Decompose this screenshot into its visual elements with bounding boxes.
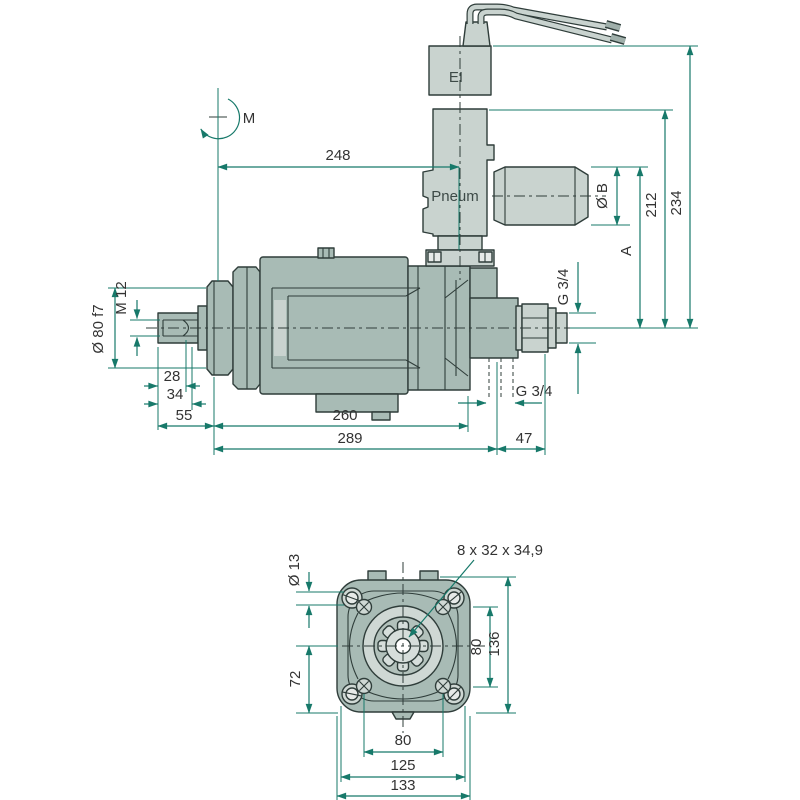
- pneumatic-valve: Pneum: [422, 108, 589, 267]
- shaft-key-detail: [162, 319, 198, 337]
- cable-grommet: [462, 21, 491, 47]
- cross-recess-holes: [355, 598, 452, 695]
- dim-133-label: 133: [390, 777, 415, 794]
- pilot-diameter-label: Ø 80 f7: [90, 304, 107, 353]
- electrical-connector: EI: [428, 3, 627, 96]
- drain-plug: [371, 411, 391, 421]
- drain-thread-label: G 3/4: [516, 383, 553, 400]
- filler-plug: [317, 247, 335, 259]
- sump: [315, 393, 399, 413]
- dim-47-label: 47: [516, 430, 533, 447]
- side-view: Pneum EI M: [90, 3, 698, 455]
- dim-136-label: 136: [486, 631, 503, 656]
- dim-125-label: 125: [390, 757, 415, 774]
- hidden-drain-port: [488, 358, 514, 398]
- dim-72-label: 72: [287, 671, 304, 688]
- outlet-thread-label: G 3/4: [555, 269, 572, 306]
- flange-tab-bottom: [391, 711, 415, 720]
- dim-289-label: 289: [337, 430, 362, 447]
- dim-80-horizontal-label: 80: [395, 732, 412, 749]
- spline-spec-label: 8 x 32 x 34,9: [457, 542, 543, 559]
- rotation-arrow: [200, 98, 241, 140]
- dim-a-label: A: [618, 246, 635, 256]
- rotation-direction-label: M: [243, 110, 256, 127]
- shaft-thread-label: M 12: [113, 281, 130, 314]
- dim-212-label: 212: [643, 192, 660, 217]
- dim-80-vertical-label: 80: [468, 639, 485, 656]
- dim-34-label: 34: [167, 386, 184, 403]
- dim-55-label: 55: [176, 407, 193, 424]
- port-b-diameter-label: Ø B: [594, 183, 611, 209]
- spline-leader: [408, 559, 475, 638]
- dim-234-label: 234: [668, 190, 685, 215]
- bolt-hole-diameter-label: Ø 13: [286, 554, 303, 587]
- flange-view: 8 x 32 x 34,9 Ø 13 72 80 136 80 125 133: [286, 542, 543, 800]
- pneumatic-valve-label: Pneum: [431, 188, 479, 205]
- cables: [466, 3, 627, 45]
- dim-260-label: 260: [332, 407, 357, 424]
- pump-assembly: [157, 247, 519, 421]
- side-view-dimensions: M 248 Ø B A 212 234 G 3/4 G 3/4: [90, 45, 698, 455]
- electrical-connector-label: EI: [449, 69, 463, 86]
- flange-view-dimensions: 8 x 32 x 34,9 Ø 13 72 80 136 80 125 133: [286, 542, 543, 800]
- dim-28-label: 28: [164, 368, 181, 385]
- dim-248-label: 248: [325, 147, 350, 164]
